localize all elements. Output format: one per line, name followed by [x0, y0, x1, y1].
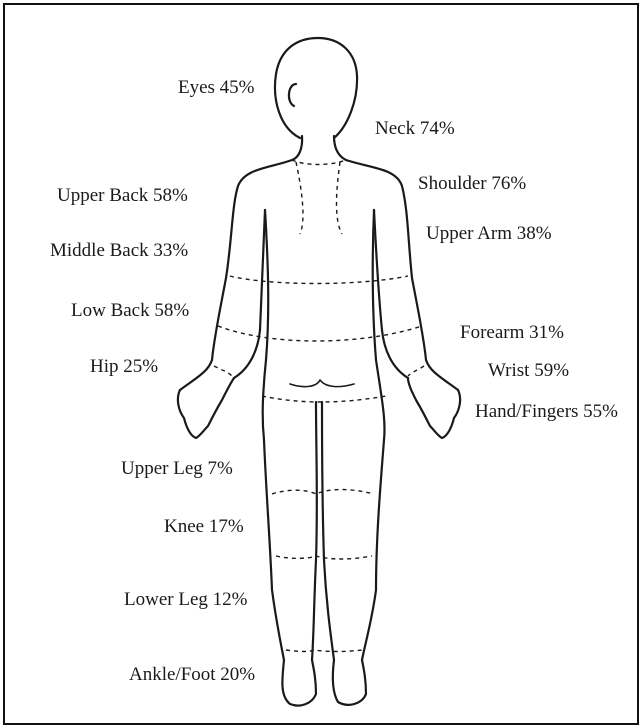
- left-foot: [282, 660, 316, 706]
- wrist-right-line: [408, 366, 424, 376]
- head-outline: [275, 38, 357, 138]
- middle-back-line: [230, 276, 408, 284]
- label-forearm: Forearm 31%: [460, 322, 564, 344]
- label-hand-fingers: Hand/Fingers 55%: [475, 401, 618, 423]
- left-inner-arm: [234, 210, 265, 378]
- left-leg-outer: [264, 440, 284, 660]
- label-middle-back: Middle Back 33%: [50, 240, 188, 262]
- label-ankle-foot: Ankle/Foot 20%: [129, 664, 255, 686]
- label-lower-leg: Lower Leg 12%: [124, 589, 247, 611]
- upper-back-right: [337, 162, 343, 234]
- wrist-left-line: [214, 366, 232, 376]
- neck-right: [334, 136, 346, 160]
- label-upper-leg: Upper Leg 7%: [121, 458, 233, 480]
- label-wrist: Wrist 59%: [488, 360, 569, 382]
- neck-boundary: [292, 160, 346, 165]
- label-upper-arm: Upper Arm 38%: [426, 223, 552, 245]
- gluteal-line: [290, 380, 354, 387]
- left-side-outline: [180, 160, 292, 390]
- hip-line: [262, 396, 386, 402]
- label-low-back: Low Back 58%: [71, 300, 189, 322]
- right-leg-outer: [362, 440, 384, 660]
- left-hand: [178, 378, 234, 438]
- label-upper-back: Upper Back 58%: [57, 185, 188, 207]
- label-eyes: Eyes 45%: [178, 77, 255, 99]
- low-back-line: [218, 326, 422, 341]
- label-neck: Neck 74%: [375, 118, 455, 140]
- label-hip: Hip 25%: [90, 356, 158, 378]
- right-leg-inner: [322, 402, 334, 660]
- ankle-line: [286, 650, 362, 652]
- neck-left: [292, 136, 302, 160]
- left-leg-inner: [312, 402, 317, 660]
- ear-outline: [289, 84, 296, 106]
- right-inner-arm: [374, 210, 408, 378]
- label-shoulder: Shoulder 76%: [418, 173, 526, 195]
- right-foot: [333, 660, 366, 705]
- label-knee: Knee 17%: [164, 516, 244, 538]
- upper-back-left: [296, 162, 303, 234]
- torso-right: [373, 210, 385, 440]
